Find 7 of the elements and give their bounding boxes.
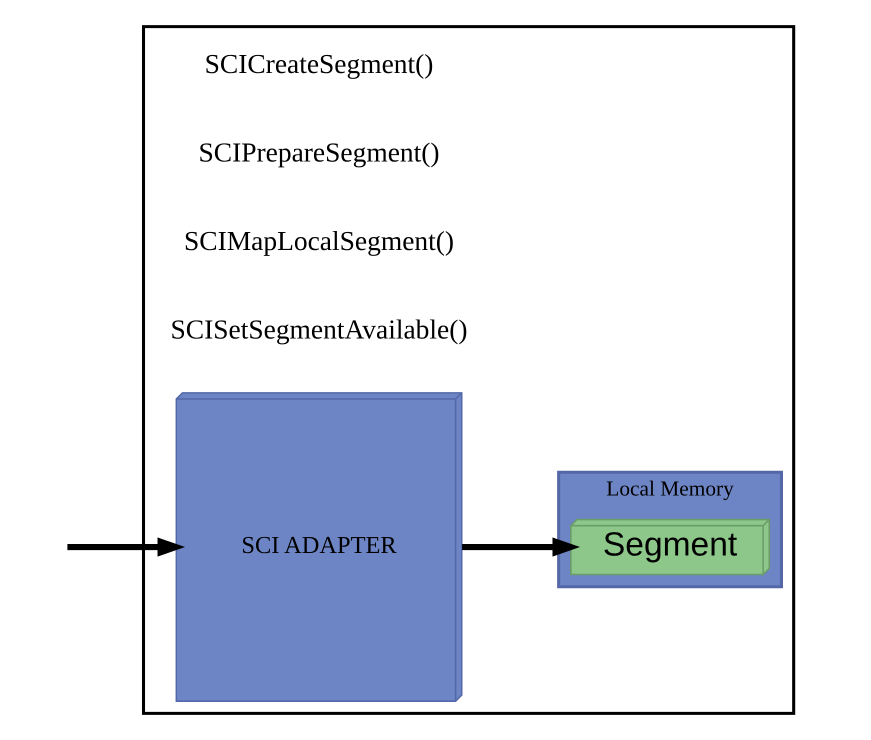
label: SCICreateSegment() [204, 48, 433, 79]
label: SCISetSegmentAvailable() [170, 314, 468, 345]
label: SCIPrepareSegment() [198, 138, 440, 168]
label: SCIMapLocalSegment() [184, 226, 454, 256]
arrow [462, 537, 580, 557]
arrow [66, 537, 185, 557]
cluster [141, 25, 795, 715]
